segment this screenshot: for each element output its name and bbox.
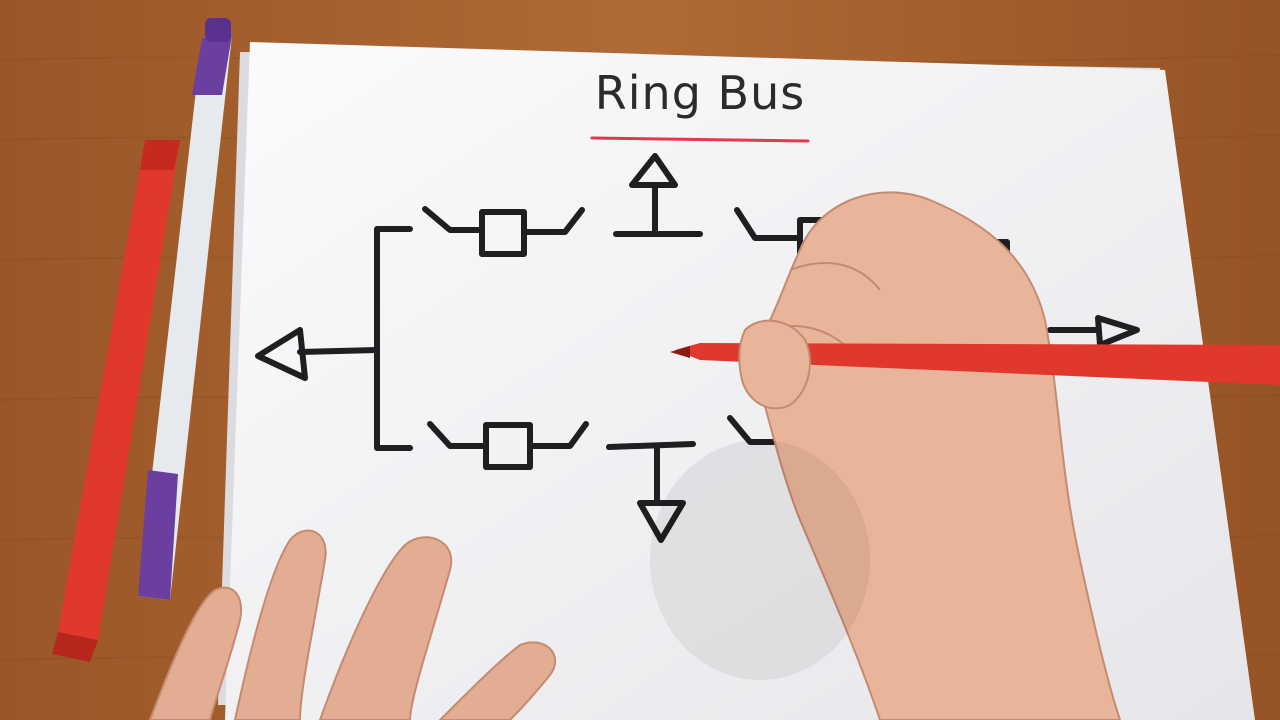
breaker-top-left [422, 206, 585, 257]
breaker-bottom-left [427, 421, 589, 470]
red-marker [52, 140, 180, 662]
bottom-feeder-arrow [637, 500, 686, 543]
top-feeder-arrow [629, 153, 678, 188]
purple-marker [138, 18, 232, 600]
hand-shadow [650, 440, 870, 680]
thumb [738, 319, 811, 410]
held-red-marker [670, 343, 1280, 385]
left-hand [148, 529, 557, 720]
title-underline [590, 136, 810, 143]
diagram-title: Ring Bus [594, 66, 806, 120]
left-feeder-arrow [255, 327, 308, 381]
right-feeder-arrow [1095, 315, 1140, 348]
bottom-bus-segment [606, 441, 696, 450]
left-bus-bracket [374, 226, 413, 451]
left-feeder-line [297, 347, 380, 355]
